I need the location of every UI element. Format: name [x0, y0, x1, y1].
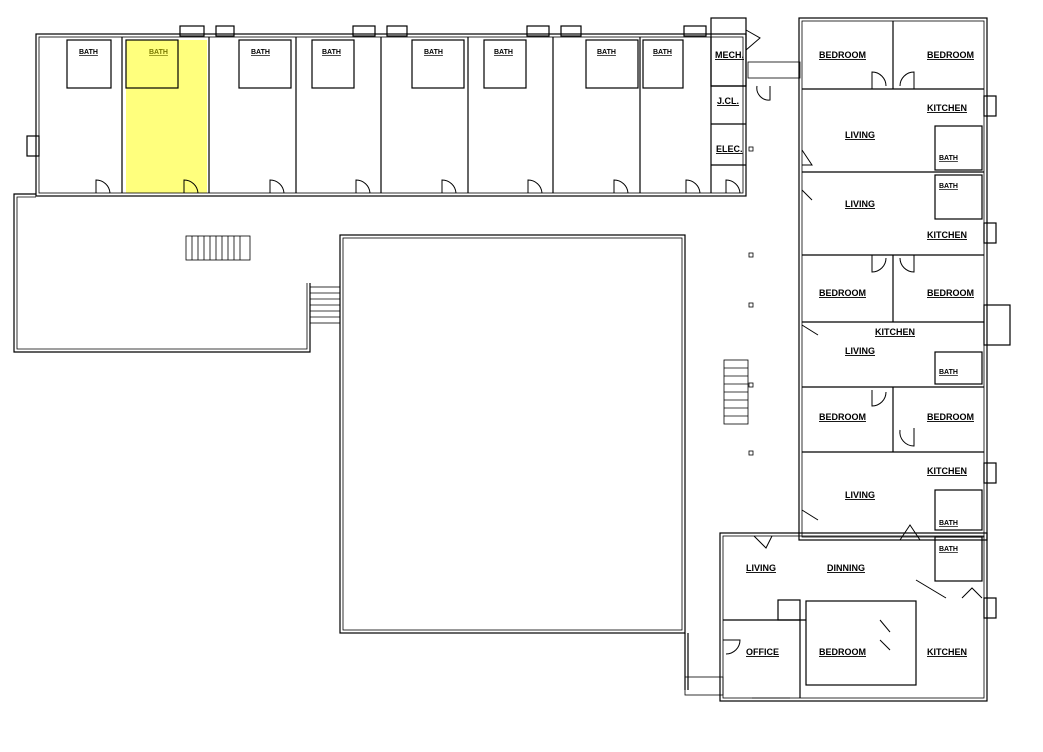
- living-label-5: LIVING: [746, 563, 776, 573]
- stair-left: [185, 235, 251, 261]
- courtyard: [339, 234, 724, 696]
- bedroom-label-1: BEDROOM: [819, 50, 866, 60]
- bath-label-r3: BATH: [939, 369, 958, 376]
- jcl-label: J.CL.: [717, 96, 739, 106]
- bath-label-5: BATH: [424, 49, 443, 56]
- bath-label-r5: BATH: [939, 546, 958, 553]
- left-terrace: [13, 193, 341, 353]
- kitchen-label-1: KITCHEN: [927, 103, 967, 113]
- stair-terrace-steps: [309, 286, 341, 324]
- dinning-label: DINNING: [827, 563, 865, 573]
- bath-label-r4: BATH: [939, 520, 958, 527]
- bath-label-3: BATH: [251, 49, 270, 56]
- bath-label-r2: BATH: [939, 183, 958, 190]
- bedroom-label-5: BEDROOM: [819, 412, 866, 422]
- kitchen-label-3: KITCHEN: [875, 327, 915, 337]
- living-label-4: LIVING: [845, 490, 875, 500]
- bath-label-4: BATH: [322, 49, 341, 56]
- bath-label-6: BATH: [494, 49, 513, 56]
- top-wing: [26, 17, 771, 197]
- bedroom-label-4: BEDROOM: [927, 288, 974, 298]
- kitchen-label-2: KITCHEN: [927, 230, 967, 240]
- bottom-apartment: [719, 532, 988, 702]
- mech-label: MECH.: [715, 50, 744, 60]
- bath-label-1: BATH: [79, 49, 98, 56]
- corridor-markers: [723, 61, 801, 456]
- bath-label-8: BATH: [653, 49, 672, 56]
- bedroom-label-7: BEDROOM: [819, 647, 866, 657]
- right-wing: [798, 17, 1011, 619]
- bath-label-7: BATH: [597, 49, 616, 56]
- bedroom-label-6: BEDROOM: [927, 412, 974, 422]
- kitchen-label-4: KITCHEN: [927, 466, 967, 476]
- living-label-3: LIVING: [845, 346, 875, 356]
- bath-label-2: BATH: [149, 49, 168, 56]
- office-label: OFFICE: [746, 647, 779, 657]
- elec-label: ELEC.: [716, 144, 743, 154]
- bath-label-r1: BATH: [939, 155, 958, 162]
- kitchen-label-5: KITCHEN: [927, 647, 967, 657]
- living-label-1: LIVING: [845, 130, 875, 140]
- living-label-2: LIVING: [845, 199, 875, 209]
- bedroom-label-2: BEDROOM: [927, 50, 974, 60]
- highlighted-unit[interactable]: [126, 40, 207, 193]
- bedroom-label-3: BEDROOM: [819, 288, 866, 298]
